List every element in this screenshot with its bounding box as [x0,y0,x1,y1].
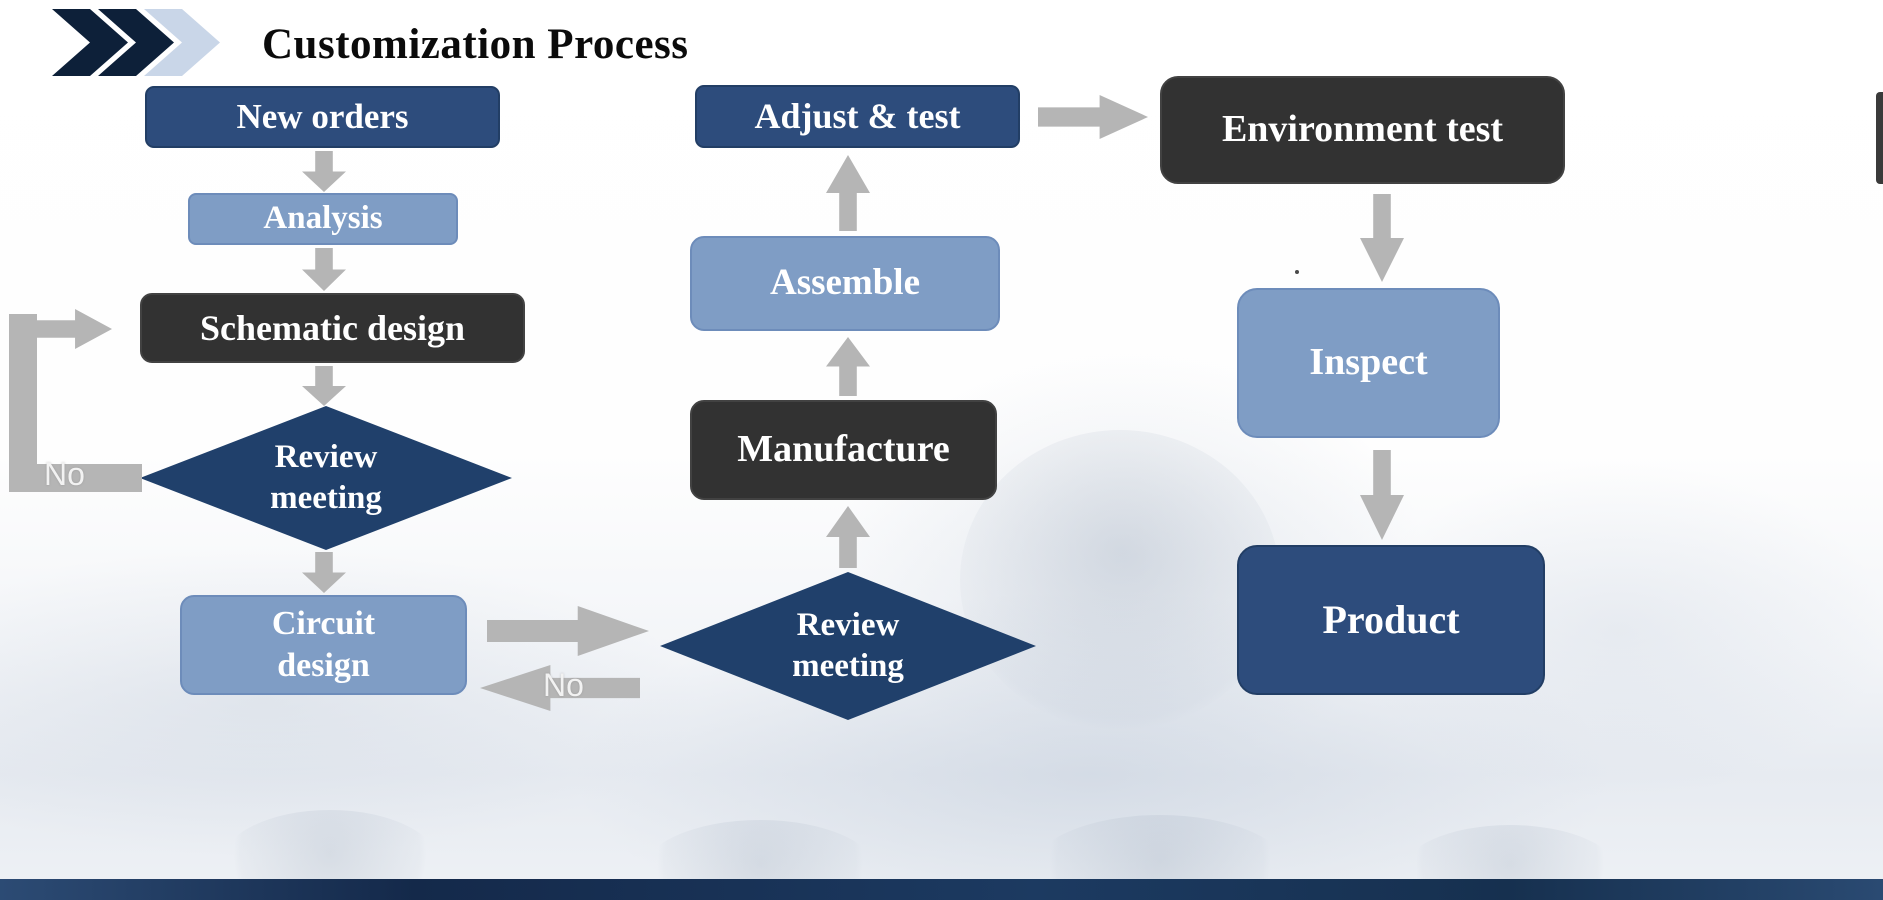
feedback-loop-horizontal-shaft [9,464,142,492]
arrow-adjust-test-to-environment-test [1038,95,1148,139]
node-inspect-label: Inspect [1309,341,1428,384]
node-product-label: Product [1322,597,1460,642]
node-inspect: Inspect [1237,288,1500,438]
no-label-design-loop: No [44,456,85,492]
page-title: Customization Process [262,21,689,68]
node-adjust-test-label: Adjust & test [754,96,961,136]
node-manufacture: Manufacture [690,400,997,500]
node-schematic-design: Schematic design [140,293,525,363]
node-circuit-design-label: Circuit design [271,604,376,685]
node-adjust-test: Adjust & test [695,85,1020,148]
arrow-environment-test-to-inspect [1360,194,1404,282]
stray-dot [1295,270,1299,274]
node-analysis: Analysis [188,193,458,245]
arrow-manufacture-to-assemble [826,337,870,396]
feedback-loop-vertical-shaft [9,314,37,492]
arrow-no-feedback-to-schematic-design [28,309,112,349]
arrow-circuit-design-to-review-meeting-production [487,606,649,656]
arrow-review-meeting-to-circuit-design [302,552,346,593]
node-analysis-label: Analysis [263,200,383,237]
background-dish-image [960,430,1280,730]
node-new-orders-label: New orders [236,97,409,137]
no-label-production-loop: No [543,667,584,703]
arrow-new-orders-to-analysis [302,151,346,192]
node-review-meeting-design-label: Review meeting [270,438,382,516]
arrow-schematic-design-to-review-meeting [302,366,346,406]
node-new-orders: New orders [145,86,500,148]
node-review-meeting-production: Review meeting [660,572,1036,720]
arrow-assemble-to-adjust-test [826,155,870,231]
node-manufacture-label: Manufacture [737,428,950,471]
node-environment-test-label: Environment test [1221,108,1504,151]
arrow-inspect-to-product [1360,450,1404,540]
bottom-accent-bar [0,879,1883,900]
node-assemble: Assemble [690,236,1000,331]
node-product: Product [1237,545,1545,695]
node-environment-test: Environment test [1160,76,1565,184]
clipped-shape-right-edge [1876,92,1883,184]
node-schematic-design-label: Schematic design [200,307,465,348]
node-review-meeting-design: Review meeting [140,406,512,550]
node-assemble-label: Assemble [769,262,921,304]
arrow-analysis-to-schematic-design [302,248,346,291]
node-circuit-design: Circuit design [180,595,467,695]
node-review-meeting-production-label: Review meeting [792,606,904,684]
arrow-review-meeting-to-manufacture [826,506,870,568]
